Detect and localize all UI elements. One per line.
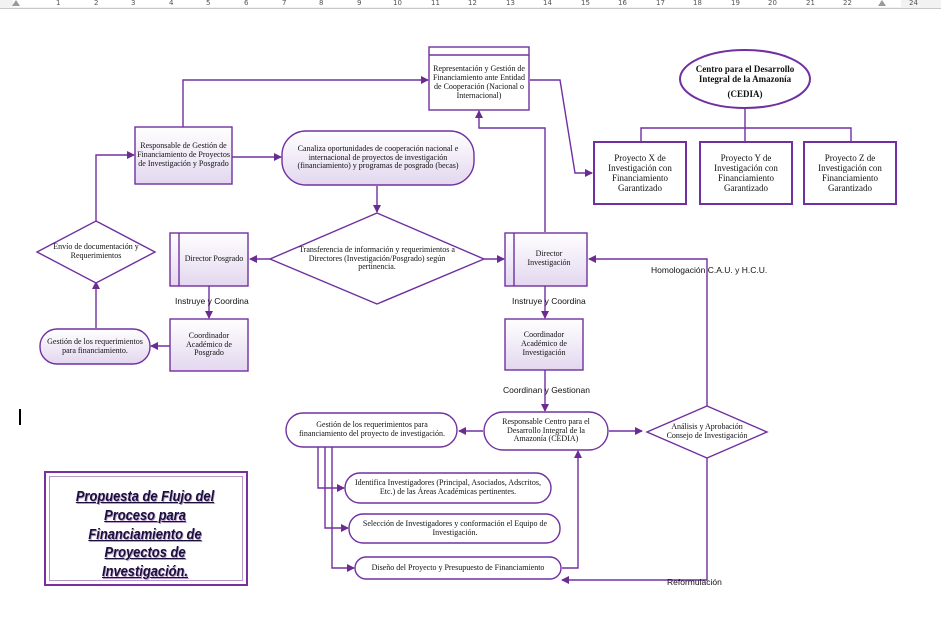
ruler-tick: 17 xyxy=(656,0,665,7)
ruler-tick: 4 xyxy=(169,0,174,7)
label-seleccion: Selección de Investigadores y conformaci… xyxy=(362,518,548,537)
ruler-tick: 20 xyxy=(768,0,777,7)
ruler-tick: 12 xyxy=(468,0,477,7)
box-canaliza[interactable] xyxy=(281,130,475,186)
label-canaliza: Canaliza oportunidades de cooperación na… xyxy=(297,143,459,171)
left-indent-marker[interactable] xyxy=(12,0,20,6)
box-proyecto-x[interactable] xyxy=(593,141,687,205)
label-director-investigacion: Director Investigación xyxy=(527,249,571,267)
ruler-tick: 21 xyxy=(806,0,815,7)
label-proyecto-y: Proyecto Y de Investigación con Financia… xyxy=(714,152,778,194)
box-proyecto-z[interactable] xyxy=(803,141,897,205)
edge-diseno-cedia xyxy=(562,450,582,569)
box-seleccion[interactable] xyxy=(348,513,561,544)
ellipse-cedia[interactable] xyxy=(679,49,811,109)
box-gestion-proyecto[interactable] xyxy=(285,412,458,448)
text-cursor xyxy=(19,409,21,425)
label-analisis: Análisis y Aprobación Consejo de Investi… xyxy=(666,422,748,440)
label-envio: Envío de documentación y Requerimientos xyxy=(53,242,139,260)
label-diseno: Diseño del Proyecto y Presupuesto de Fin… xyxy=(371,562,545,572)
edge-label-reformulacion: Reformulación xyxy=(667,577,722,587)
box-director-investigacion[interactable] xyxy=(504,232,588,287)
shapes xyxy=(35,46,897,580)
edge-analisis-homologacion xyxy=(588,255,708,406)
box-proyecto-y[interactable] xyxy=(699,141,793,205)
ruler-tick: 14 xyxy=(543,0,552,7)
label-proyecto-z: Proyecto Z de Investigación con Financia… xyxy=(818,152,882,194)
label-coord-investigacion: Coordinador Académico de Investigación xyxy=(521,330,567,357)
diagram-title: Propuesta de Flujo del Proceso para Fina… xyxy=(75,488,215,580)
right-indent-marker[interactable] xyxy=(878,0,886,6)
ruler-tick: 8 xyxy=(319,0,324,7)
ruler-tick: 1 xyxy=(56,0,61,7)
box-gestion-requerimientos[interactable] xyxy=(39,328,151,365)
box-coord-investigacion[interactable] xyxy=(504,318,584,371)
edge-gestion-seleccion xyxy=(324,447,349,532)
ruler-tick: 22 xyxy=(843,0,852,7)
edge-label-instruye-posgrado: Instruye y Coordina xyxy=(175,296,249,306)
edge-gestion-diseno xyxy=(331,447,355,572)
connectors xyxy=(92,76,852,584)
box-diseno[interactable] xyxy=(354,556,562,580)
edge-envio-responsable xyxy=(95,151,135,221)
ruler-area xyxy=(13,0,901,7)
diamond-transferencia[interactable] xyxy=(268,212,486,305)
edge-investigacion-representacion xyxy=(475,110,546,232)
ruler-tick: 5 xyxy=(206,0,211,7)
edge-gestion-identifica xyxy=(317,447,345,492)
ruler-tick: 7 xyxy=(282,0,287,7)
ruler-tick: 24 xyxy=(909,0,918,7)
ruler-tick: 3 xyxy=(131,0,136,7)
edge-label-homologacion: Homologación C.A.U. y H.C.U. xyxy=(651,265,768,275)
label-proyecto-x: Proyecto X de Investigación con Financia… xyxy=(608,152,672,194)
label-cedia-abbr: (CEDIA) xyxy=(727,88,763,99)
ruler-tick: 2 xyxy=(94,0,99,7)
label-transferencia: Transferencia de información y requerimi… xyxy=(299,244,455,272)
title-box xyxy=(44,471,248,586)
ruler-tick: 15 xyxy=(581,0,590,7)
ruler: 1 2 3 4 5 6 7 8 9 10 11 12 13 14 15 16 1… xyxy=(0,0,941,9)
edge-representacion-proyecto xyxy=(530,79,593,177)
edge-cedia-branches xyxy=(640,127,852,142)
label-director-posgrado: Director Posgrado xyxy=(184,253,244,263)
diamond-envio[interactable] xyxy=(35,220,157,284)
ruler-tick: 6 xyxy=(244,0,249,7)
ruler-tick: 11 xyxy=(431,0,440,7)
label-cedia-title: Centro para el Desarrollo Integral de la… xyxy=(695,63,795,84)
ruler-tick: 9 xyxy=(357,0,362,7)
edge-responsable-representacion xyxy=(182,76,429,127)
box-responsable-cedia[interactable] xyxy=(483,411,609,451)
label-identifica: Identifica Investigadores (Principal, As… xyxy=(355,478,541,496)
label-responsable-cedia: Responsable Centro para el Desarrollo In… xyxy=(502,416,590,444)
ruler-tick: 16 xyxy=(618,0,627,7)
ruler-tick: 19 xyxy=(731,0,740,7)
edge-label-coordinan: Coordinan y Gestionan xyxy=(503,385,590,395)
diamond-analisis[interactable] xyxy=(645,405,769,459)
box-director-posgrado[interactable] xyxy=(169,232,249,287)
label-gestion-requerimientos: Gestión de los requerimientos para finan… xyxy=(47,336,143,355)
label-gestion-proyecto: Gestión de los requerimientos para finan… xyxy=(299,420,445,438)
label-responsable-gestion: Responsable de Gestión de Financiamiento… xyxy=(137,141,230,168)
box-representacion[interactable] xyxy=(428,46,530,111)
edge-label-instruye-investigacion: Instruye y Coordina xyxy=(512,296,586,306)
ruler-tick: 13 xyxy=(506,0,515,7)
ruler-tick: 18 xyxy=(693,0,702,7)
box-identifica[interactable] xyxy=(344,472,552,504)
label-coord-posgrado: Coordinador Académico de Posgrado xyxy=(186,330,232,358)
box-coord-posgrado[interactable] xyxy=(169,318,249,372)
label-representacion: Representación y Gestión de Financiamien… xyxy=(433,64,525,100)
edge-analisis-reformulacion xyxy=(561,458,708,584)
ruler-tick: 10 xyxy=(393,0,402,7)
box-responsable-gestion[interactable] xyxy=(134,126,233,185)
